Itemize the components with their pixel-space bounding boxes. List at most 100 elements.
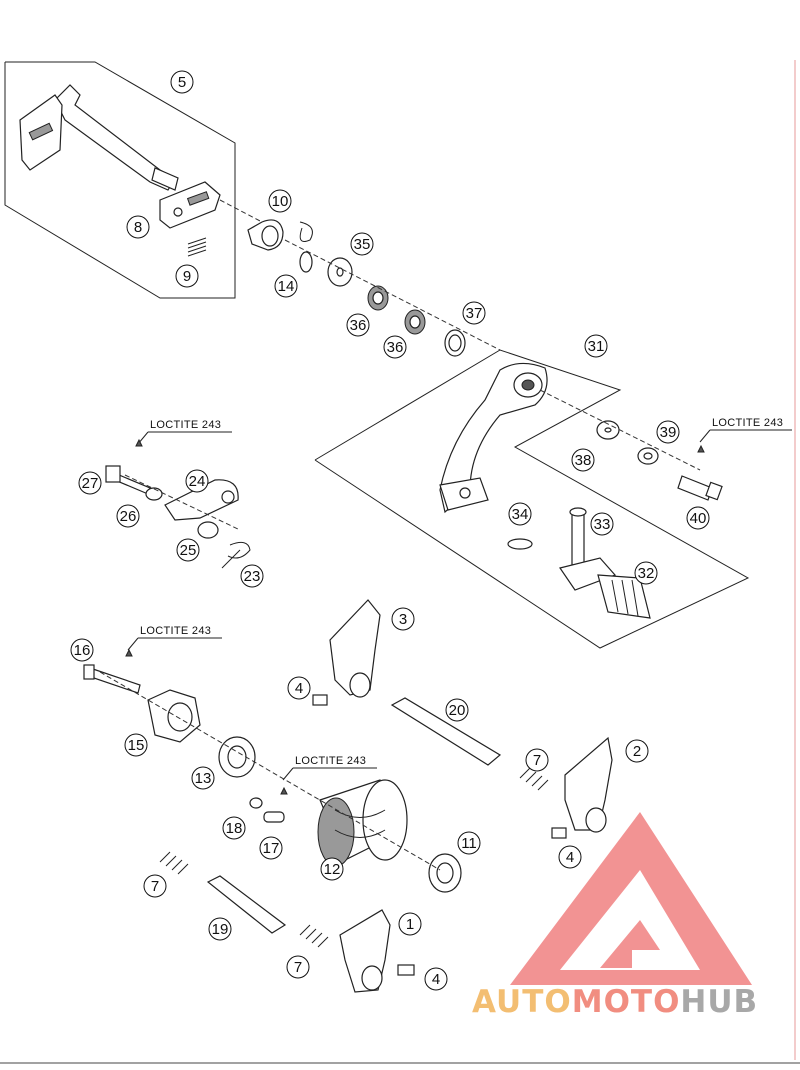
- callout-number: 32: [638, 565, 655, 582]
- callout-number: 12: [324, 861, 341, 878]
- watermark-text: AUTOMOTOHUB: [472, 984, 758, 1020]
- callout-number: 14: [278, 278, 295, 295]
- logo-inner-mark: [600, 920, 660, 968]
- callout-19: 19: [208, 917, 232, 941]
- callout-number: 38: [575, 452, 592, 469]
- callout-number: 15: [128, 737, 145, 754]
- shift-drum-group: [83, 664, 462, 893]
- callout-38: 38: [571, 448, 595, 472]
- callout-3: 3: [391, 607, 415, 631]
- callout-13: 13: [191, 766, 215, 790]
- callout-number: 27: [82, 475, 99, 492]
- callout-18: 18: [222, 816, 246, 840]
- brand-hub: HUB: [680, 984, 758, 1020]
- loctite-callouts: LOCTITE 243 LOCTITE 243 LOCTITE 243 LOCT…: [125, 417, 792, 795]
- callout-4b: 4: [558, 845, 582, 869]
- callout-number: 1: [406, 916, 414, 933]
- shift-forks: [159, 599, 613, 993]
- callout-number: 2: [633, 743, 641, 760]
- callout-5: 5: [170, 70, 194, 94]
- callout-36a: 36: [346, 313, 370, 337]
- callout-number: 9: [183, 268, 191, 285]
- callout-24: 24: [185, 469, 209, 493]
- callout-4c: 4: [424, 967, 448, 991]
- callout-17: 17: [259, 836, 283, 860]
- callout-number: 11: [461, 835, 477, 852]
- callout-26: 26: [116, 504, 140, 528]
- callout-4a: 4: [287, 676, 311, 700]
- callout-number: 4: [566, 849, 574, 866]
- callout-number: 17: [263, 840, 280, 857]
- callout-1: 1: [398, 912, 422, 936]
- callout-7b: 7: [143, 874, 167, 898]
- callout-number: 25: [180, 542, 197, 559]
- callout-number: 23: [244, 568, 261, 585]
- callout-number: 4: [295, 680, 303, 697]
- callout-number: 36: [350, 317, 367, 334]
- callout-number: 16: [74, 642, 91, 659]
- callout-number: 7: [151, 878, 159, 895]
- shift-shaft-group: [4, 61, 263, 299]
- ratchet-group: [105, 465, 251, 569]
- loctite-label: LOCTITE 243: [295, 755, 366, 767]
- callout-number: 8: [134, 219, 142, 236]
- callout-23: 23: [240, 564, 264, 588]
- callout-20: 20: [445, 698, 469, 722]
- callout-number: 33: [594, 516, 611, 533]
- callout-number: 31: [588, 338, 605, 355]
- callout-14: 14: [274, 274, 298, 298]
- shift-lever-group: [314, 349, 750, 649]
- callout-7a: 7: [525, 748, 549, 772]
- callout-31: 31: [584, 334, 608, 358]
- watermark-logo: [510, 812, 752, 985]
- callout-number: 10: [272, 193, 289, 210]
- callout-9: 9: [175, 264, 199, 288]
- callout-number: 4: [432, 971, 440, 988]
- loctite-label: LOCTITE 243: [712, 417, 783, 429]
- callout-number: 18: [226, 820, 243, 837]
- part-callouts: 5 10 8 35 9 14 37 36 36 31 39 38 24 27 3…: [70, 70, 710, 991]
- callout-37: 37: [462, 301, 486, 325]
- callout-number: 13: [195, 770, 212, 787]
- callout-39: 39: [656, 420, 680, 444]
- callout-25: 25: [176, 538, 200, 562]
- callout-40: 40: [686, 506, 710, 530]
- callout-32: 32: [634, 561, 658, 585]
- callout-2: 2: [625, 739, 649, 763]
- svg-text:AUTOMOTOHUB: AUTOMOTOHUB: [472, 984, 758, 1020]
- brand-auto: AUTO: [472, 984, 572, 1020]
- callout-number: 5: [178, 74, 186, 91]
- callout-number: 37: [466, 305, 483, 322]
- callout-number: 36: [387, 339, 404, 356]
- callout-34: 34: [508, 502, 532, 526]
- callout-8: 8: [126, 215, 150, 239]
- loctite-label: LOCTITE 243: [150, 419, 221, 431]
- callout-number: 7: [294, 959, 302, 976]
- callout-33: 33: [590, 512, 614, 536]
- loctite-label: LOCTITE 243: [140, 625, 211, 637]
- callout-number: 20: [449, 702, 466, 719]
- callout-15: 15: [124, 733, 148, 757]
- callout-10: 10: [268, 189, 292, 213]
- callout-number: 24: [189, 473, 206, 490]
- callout-number: 3: [399, 611, 407, 628]
- callout-16: 16: [70, 638, 94, 662]
- callout-7c: 7: [286, 955, 310, 979]
- triangle-logo-icon: [510, 812, 752, 985]
- callout-number: 26: [120, 508, 137, 525]
- callout-36b: 36: [383, 335, 407, 359]
- callout-number: 35: [354, 236, 371, 253]
- callout-number: 7: [533, 752, 541, 769]
- callout-27: 27: [78, 471, 102, 495]
- brand-moto: MOTO: [572, 984, 681, 1020]
- callout-number: 34: [512, 506, 529, 523]
- callout-number: 40: [690, 510, 707, 527]
- callout-35: 35: [350, 232, 374, 256]
- callout-11: 11: [457, 831, 481, 855]
- shaft-small-parts: [247, 219, 501, 357]
- callout-number: 19: [212, 921, 229, 938]
- callout-number: 39: [660, 424, 677, 441]
- callout-12: 12: [320, 857, 344, 881]
